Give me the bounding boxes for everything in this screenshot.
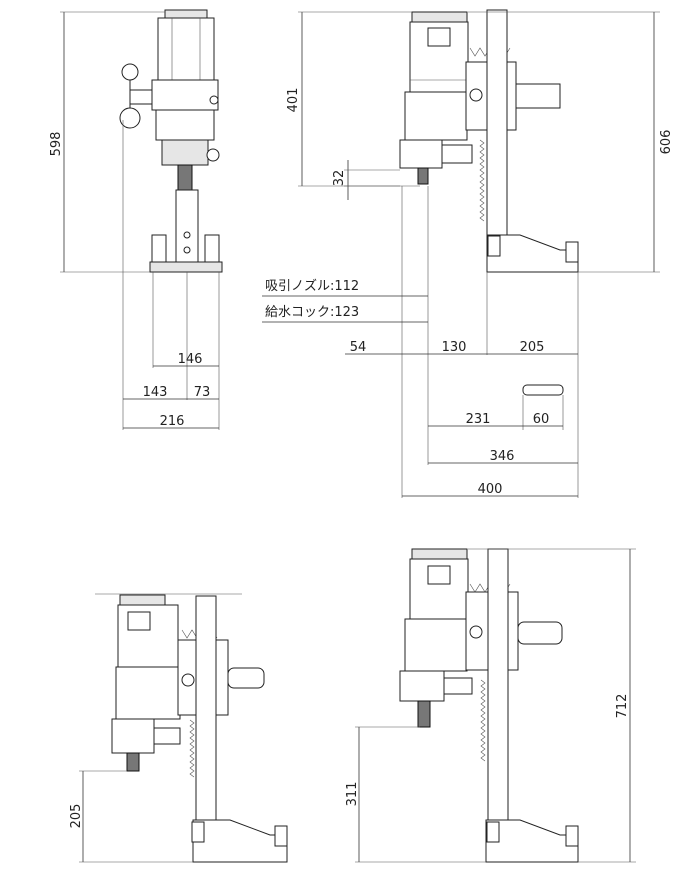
dim-side-mid-offset: 130 [442, 340, 467, 355]
dim-side-60: 60 [533, 412, 550, 427]
side-view [262, 9, 660, 498]
dim-front-total-width: 216 [160, 414, 185, 429]
label-suction-nozzle: 吸引ノズル:112 [265, 278, 359, 294]
dim-side-346: 346 [490, 449, 515, 464]
dim-side-motor-height: 401 [286, 88, 301, 113]
front-view [60, 9, 223, 430]
dim-br-total-height: 712 [615, 694, 630, 719]
dim-side-spindle-height: 32 [332, 170, 347, 187]
dim-side-400: 400 [478, 482, 503, 497]
dim-br-low-height: 311 [345, 782, 360, 807]
bottom-left-view [79, 593, 288, 863]
label-water-cock: 給水コック:123 [265, 305, 359, 320]
dim-side-231: 231 [466, 412, 491, 427]
dim-front-height: 598 [49, 132, 64, 157]
dim-front-base-width: 146 [178, 352, 203, 367]
dim-side-base-right: 205 [520, 340, 545, 355]
dim-front-right-offset: 73 [194, 385, 211, 400]
dim-bl-height: 205 [69, 804, 84, 829]
dim-side-total-height: 606 [659, 130, 674, 155]
bottom-right-view [355, 548, 636, 863]
dim-side-left-offset: 54 [350, 340, 367, 355]
dim-front-left-offset: 143 [143, 385, 168, 400]
